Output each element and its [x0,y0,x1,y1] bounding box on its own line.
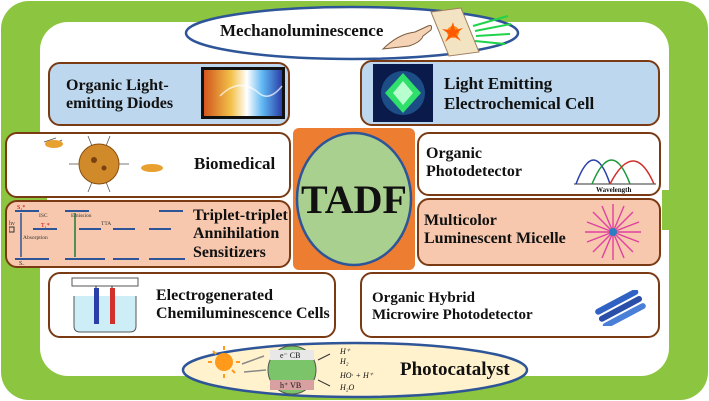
micelle-image [585,204,641,260]
lec-device-image [373,64,433,122]
oled-label: Organic Light- emitting Diodes [66,77,173,114]
hybrid-label-line1: Organic Hybrid [372,290,475,306]
tta-s0-label: S₀ [19,261,24,265]
ecl-label-line2: Chemiluminescence Cells [156,305,330,323]
photocatalyst-label: Photocatalyst [400,359,510,380]
hybrid-label: Organic Hybrid Microwire Photodetector [372,290,533,325]
lec-label-line2: Electrochemical Cell [444,93,595,113]
mechanoluminescence-ellipse [184,5,520,61]
ttas-label: Triplet-triplet Annihilation Sensitizers [193,207,288,262]
eq-line1: H⁺ [339,347,351,356]
opd-box [417,132,661,196]
lec-label-line1: Light Emitting [444,74,553,93]
opd-label-line2: Photodetector [426,163,522,181]
ttas-label-line3: Sensitizers [193,243,266,261]
vb-label: h⁺ VB [280,381,301,390]
ecl-label-line1: Electrogenerated [156,287,273,304]
tta-emission-label: Emission [71,213,92,219]
eq-line4: H₂O [339,383,355,392]
eq-line3: HO· + H⁺ [339,371,374,380]
tta-hv-label: hν [9,221,15,227]
oled-panel-image [201,67,285,119]
tta-t1-label: T₁* [41,223,50,229]
tta-isc-label: ISC [39,213,48,219]
micelle-label-line2: Luminescent Micelle [424,230,566,248]
microwire-image [595,290,646,326]
tta-tta-label: TTA [101,221,111,227]
center-label: TADF [301,177,407,222]
hybrid-label-line2: Microwire Photodetector [372,307,533,324]
eq-line2: H₂ [339,357,349,366]
oled-label-line2: emitting Diodes [66,95,174,113]
photocatalyst-ellipse: e⁻ CB h⁺ VB H⁺ H₂ HO· + H⁺ H₂O [181,341,529,399]
opd-spectrum-graph: Wavelength [574,159,656,194]
lec-label: Light Emitting Electrochemical Cell [444,74,594,113]
cb-label: e⁻ CB [280,351,300,360]
micelle-label-line1: Multicolor [424,212,497,229]
micelle-label: Multicolor Luminescent Micelle [424,212,566,249]
opd-label: Organic Photodetector [426,145,522,182]
ecl-cell-image [71,277,139,333]
mechanoluminescence-label: Mechanoluminescence [220,21,384,40]
biomedical-label: Biomedical [194,154,276,173]
ecl-label: Electrogenerated Chemiluminescence Cells [156,287,330,324]
ttas-label-line1: Triplet-triplet [193,207,288,224]
tta-absorption-label: Absorption [23,235,48,241]
ttas-box [5,200,291,268]
tta-s1-label: S₁* [17,205,25,211]
nanoparticle-image [43,135,163,193]
ttas-label-line2: Annihilation [193,225,280,243]
opd-label-line1: Organic [426,145,482,162]
center-circle [295,131,413,267]
opd-wavelength-label: Wavelength [596,186,631,194]
oled-label-line1: Organic Light- [66,77,169,94]
tta-energy-scheme: S₁* T₁* S₀ ISC Emission TTA Absorption h… [9,205,185,265]
